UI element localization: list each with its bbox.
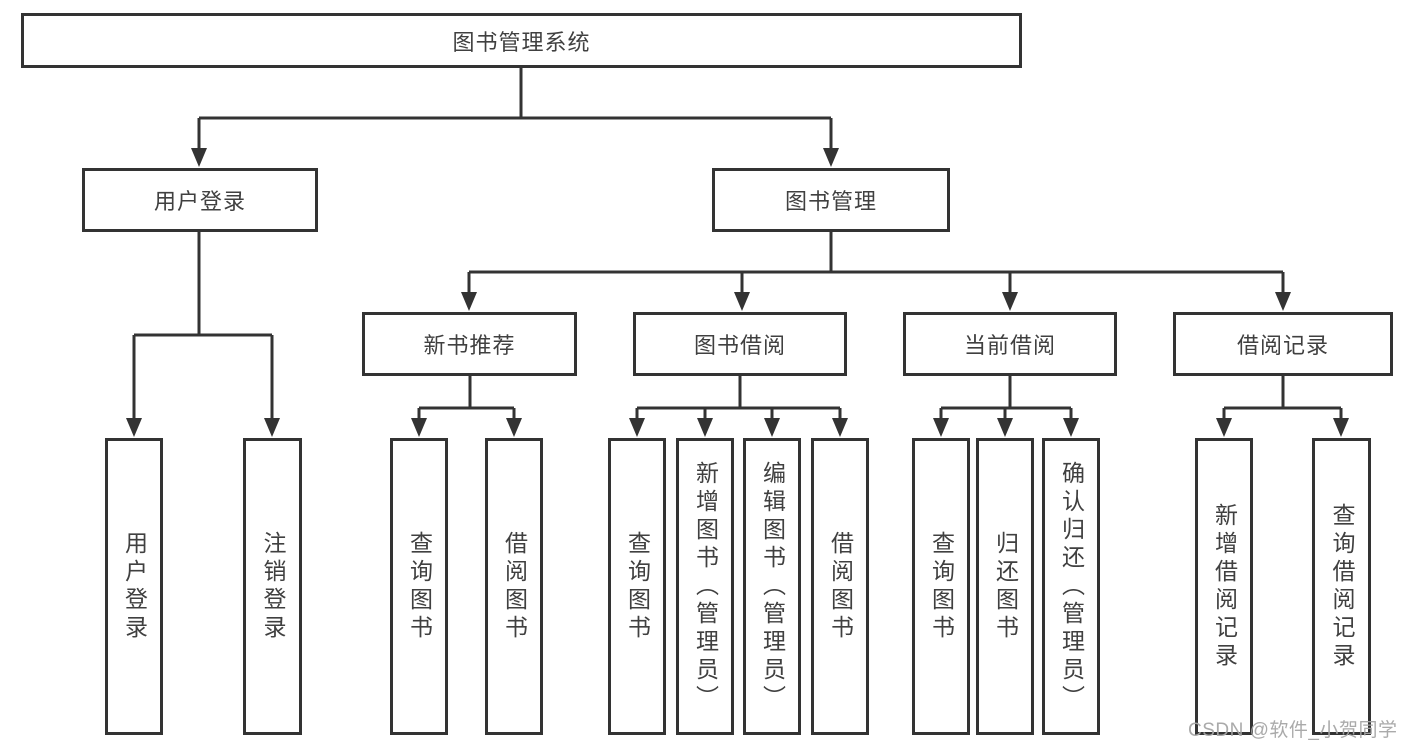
node-book-management: 图书管理 [712, 168, 950, 232]
node-book-borrow-label: 图书借阅 [693, 333, 786, 358]
leaf-query-borrow-record-label: 查询借阅记录 [1329, 502, 1355, 671]
leaf-borrow-books-recommend: 借阅图书 [485, 438, 543, 735]
connector-book-management-to-level3 [461, 232, 1291, 311]
connector-current-borrow-to-leaves [933, 376, 1079, 437]
leaf-logout-label: 注销登录 [260, 530, 286, 643]
leaf-logout: 注销登录 [243, 438, 302, 735]
node-book-management-label: 图书管理 [784, 189, 877, 214]
leaf-query-books-current-label: 查询图书 [928, 530, 955, 643]
node-borrow-records-label: 借阅记录 [1236, 333, 1329, 358]
node-borrow-records: 借阅记录 [1173, 312, 1393, 376]
node-user-login: 用户登录 [82, 168, 318, 232]
connector-borrow-records-to-leaves [1216, 376, 1349, 437]
leaf-borrow-books: 借阅图书 [811, 438, 869, 735]
leaf-return-books: 归还图书 [976, 438, 1034, 735]
leaf-query-borrow-record: 查询借阅记录 [1312, 438, 1371, 735]
node-user-login-label: 用户登录 [153, 189, 246, 214]
leaf-add-books-admin: 新增图书（管理员） [676, 438, 734, 735]
leaf-borrow-books-label: 借阅图书 [827, 530, 854, 643]
connector-root-to-level2 [191, 66, 839, 167]
node-new-book-recommend: 新书推荐 [362, 312, 577, 376]
node-book-borrow: 图书借阅 [633, 312, 847, 376]
leaf-confirm-return-admin: 确认归还（管理员） [1042, 438, 1100, 735]
leaf-confirm-return-admin-label: 确认归还（管理员） [1058, 460, 1085, 713]
connector-user-login-to-leaves [126, 232, 280, 437]
leaf-query-books: 查询图书 [608, 438, 666, 735]
connector-new-book-recommend-to-leaves [411, 376, 522, 437]
leaf-query-books-label: 查询图书 [624, 530, 651, 643]
csdn-watermark: CSDN @软件_小贺同学 [1188, 720, 1398, 741]
leaf-user-login-label: 用户登录 [121, 530, 148, 643]
leaf-query-books-recommend: 查询图书 [390, 438, 448, 735]
node-root-system-label: 图书管理系统 [452, 29, 591, 55]
leaf-return-books-label: 归还图书 [992, 530, 1019, 643]
leaf-user-login: 用户登录 [105, 438, 163, 735]
leaf-edit-books-admin: 编辑图书（管理员） [743, 438, 801, 735]
leaf-borrow-books-recommend-label: 借阅图书 [501, 530, 528, 643]
node-current-borrow: 当前借阅 [903, 312, 1117, 376]
leaf-query-books-recommend-label: 查询图书 [406, 530, 433, 643]
node-new-book-recommend-label: 新书推荐 [423, 333, 516, 358]
leaf-add-borrow-record-label: 新增借阅记录 [1211, 502, 1238, 671]
leaf-query-books-current: 查询图书 [912, 438, 970, 735]
leaf-edit-books-admin-label: 编辑图书（管理员） [759, 460, 786, 713]
node-current-borrow-label: 当前借阅 [963, 333, 1056, 358]
leaf-add-books-admin-label: 新增图书（管理员） [692, 460, 719, 713]
node-root-system: 图书管理系统 [21, 13, 1022, 68]
connector-book-borrow-to-leaves [629, 376, 848, 437]
leaf-add-borrow-record: 新增借阅记录 [1195, 438, 1253, 735]
